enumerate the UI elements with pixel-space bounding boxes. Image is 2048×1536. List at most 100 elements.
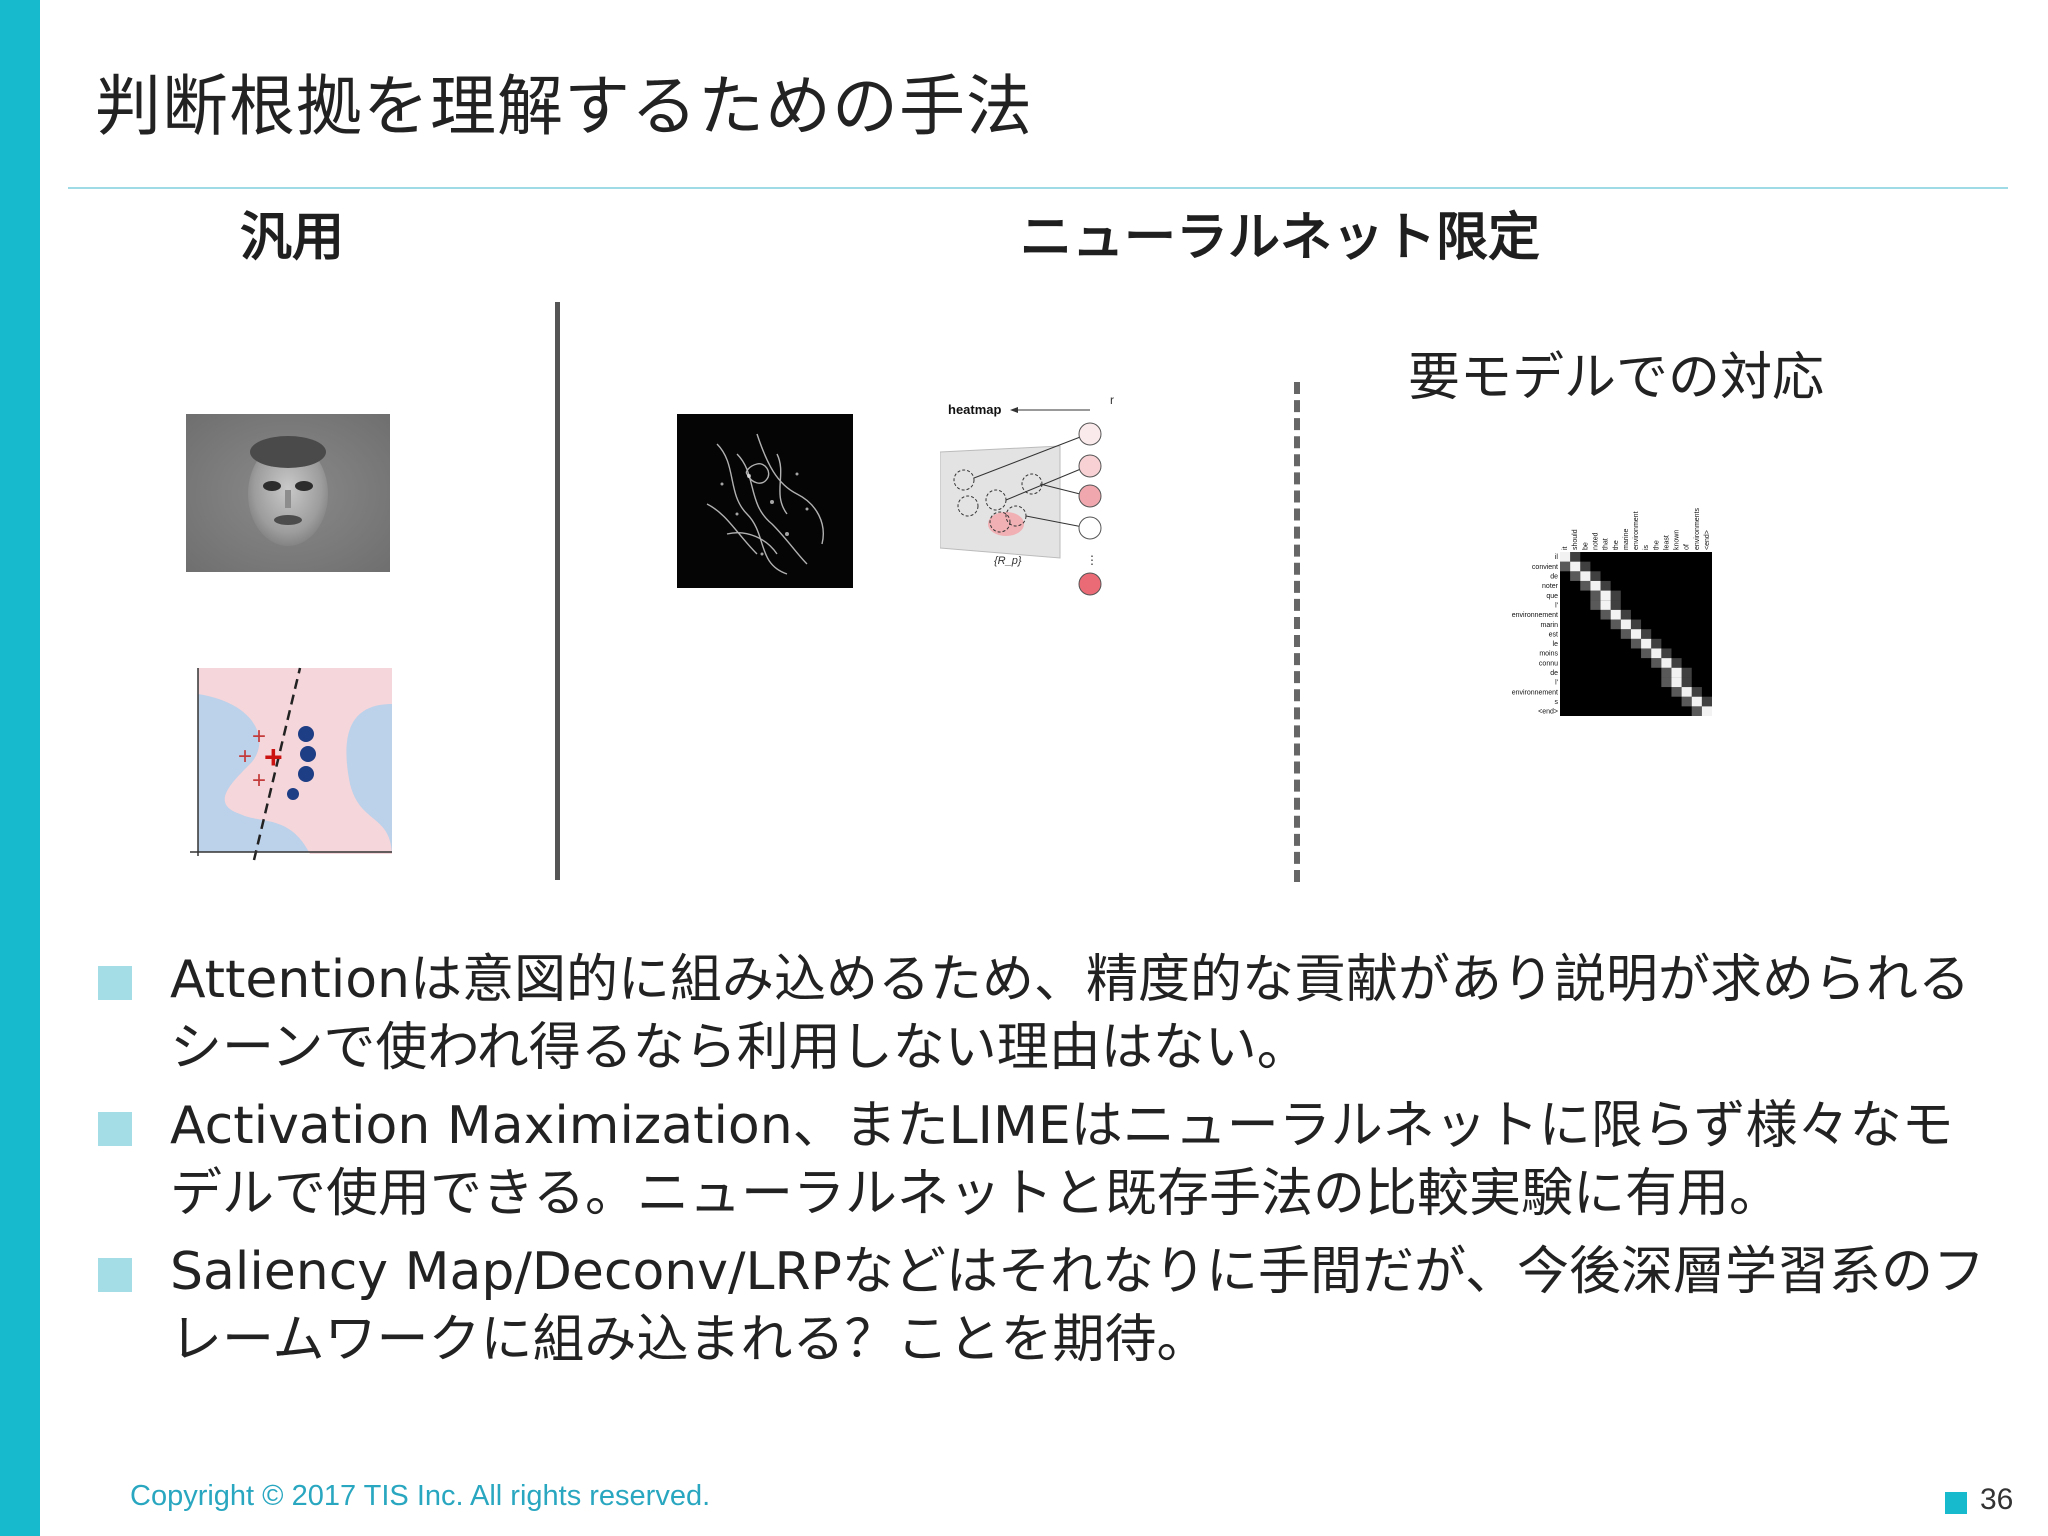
attention-row-label: de [1550, 574, 1558, 581]
saliency-map-image [677, 414, 853, 588]
attention-cell [1570, 571, 1581, 581]
attention-cell [1681, 667, 1692, 678]
attention-cell [1610, 600, 1621, 610]
attention-col-label: marine [1623, 528, 1630, 550]
attention-col-label: noted [1592, 532, 1599, 550]
attention-row-label: noter [1542, 583, 1559, 590]
svg-text:+: + [252, 767, 266, 794]
attention-cell [1691, 687, 1702, 697]
left-section-heading: 汎用 [240, 208, 345, 268]
attention-row-label: environnement [1512, 689, 1558, 696]
attention-cell [1701, 706, 1712, 716]
lrp-diagram: heatmap r ⋮ {R_p} [940, 393, 1114, 596]
attention-cell [1620, 619, 1631, 630]
attention-cell [1590, 571, 1601, 581]
attention-col-label: environment [1633, 511, 1640, 550]
attention-cell [1671, 687, 1682, 697]
attention-cell [1610, 590, 1621, 601]
lrp-heatmap-label: heatmap [948, 402, 1002, 417]
attention-cell [1590, 600, 1601, 610]
attention-row-label: que [1546, 593, 1558, 600]
attention-cell [1661, 677, 1672, 688]
attention-row-label: de [1550, 670, 1558, 677]
bullet-list: Attentionは意図的に組み込めるため、精度的な貢献があり説明が求められるシ… [98, 946, 1998, 1384]
attention-row-label: l' [1555, 602, 1558, 609]
slide-title: 判断根拠を理解するための手法 [95, 68, 1033, 145]
attention-cell [1681, 696, 1692, 707]
attention-cell [1590, 580, 1601, 591]
attention-cell [1671, 677, 1682, 688]
attention-cell [1641, 629, 1652, 639]
attention-cell [1630, 629, 1642, 639]
attention-col-label: it [1562, 546, 1569, 550]
attention-cell [1560, 552, 1571, 562]
attention-row-label: est [1549, 631, 1558, 638]
attention-cell [1620, 629, 1631, 639]
right-section-heading: ニューラルネット限定 [1020, 208, 1541, 268]
attention-row-label: connu [1539, 660, 1558, 667]
attention-cell [1630, 638, 1642, 649]
page-number: 36 [1980, 1483, 2014, 1516]
attention-cell [1590, 590, 1601, 601]
attention-col-label: <end> [1704, 530, 1711, 550]
accent-bar [0, 0, 40, 1536]
svg-text:r: r [1110, 393, 1114, 407]
attention-cell [1651, 658, 1662, 668]
attention-cell [1691, 706, 1702, 716]
attention-cell [1610, 619, 1621, 630]
attention-cell [1661, 658, 1672, 668]
attention-row-label: il [1555, 554, 1559, 561]
bullet-text: Attentionは意図的に組み込めるため、精度的な貢献があり説明が求められるシ… [170, 950, 1970, 1078]
attention-cell [1580, 561, 1591, 572]
attention-cell [1630, 619, 1642, 630]
attention-cell [1651, 638, 1662, 649]
attention-row-label: moins [1539, 651, 1558, 658]
attention-cell [1641, 638, 1652, 649]
list-item: Saliency Map/Deconv/LRPなどはそれなりに手間だが、今後深層… [98, 1238, 1998, 1374]
attention-cell [1681, 677, 1692, 688]
list-item: Attentionは意図的に組み込めるため、精度的な貢献があり説明が求められるシ… [98, 946, 1998, 1082]
attention-cell [1691, 696, 1702, 707]
attention-cell [1580, 571, 1591, 581]
lrp-set-label: {R_p} [994, 555, 1022, 567]
attention-cell [1600, 590, 1611, 601]
attention-cell [1620, 609, 1631, 620]
attention-col-label: is [1643, 544, 1650, 550]
attention-col-label: environments [1694, 507, 1701, 550]
bullet-marker [98, 966, 132, 1000]
attention-cell [1570, 552, 1581, 562]
bullet-marker [98, 1112, 132, 1146]
attention-row-label: convient [1532, 564, 1558, 571]
attention-cell [1701, 696, 1712, 707]
attention-col-label: that [1603, 538, 1610, 550]
attention-col-label: least [1663, 535, 1670, 550]
svg-text:+: + [264, 739, 283, 775]
attention-cell [1661, 667, 1672, 678]
lime-illustration: + + + + [190, 667, 392, 861]
attention-cell [1570, 561, 1581, 572]
attention-col-label: of [1684, 544, 1691, 550]
activation-maximization-image [186, 414, 390, 572]
attention-col-label: known [1674, 530, 1681, 550]
attention-row-label: le [1553, 641, 1559, 648]
svg-text:+: + [252, 723, 266, 750]
bullet-text: Saliency Map/Deconv/LRPなどはそれなりに手間だが、今後深層… [170, 1242, 1985, 1370]
section-divider [555, 302, 560, 880]
attention-col-label: the [1613, 540, 1620, 550]
attention-row-label: l' [1555, 680, 1558, 687]
attention-cell [1600, 609, 1611, 620]
attention-row-label: <end> [1538, 709, 1558, 716]
bullet-marker [98, 1258, 132, 1292]
attention-cell [1600, 600, 1611, 610]
subsection-divider [1294, 382, 1300, 882]
svg-text:+: + [238, 743, 252, 770]
attention-cell [1641, 648, 1652, 659]
title-divider [68, 187, 2008, 189]
page-marker [1945, 1492, 1967, 1514]
attention-cell [1681, 687, 1692, 697]
attention-cell [1661, 648, 1672, 659]
attention-cell [1610, 609, 1621, 620]
copyright-text: Copyright © 2017 TIS Inc. All rights res… [130, 1480, 711, 1512]
attention-cell [1671, 667, 1682, 678]
